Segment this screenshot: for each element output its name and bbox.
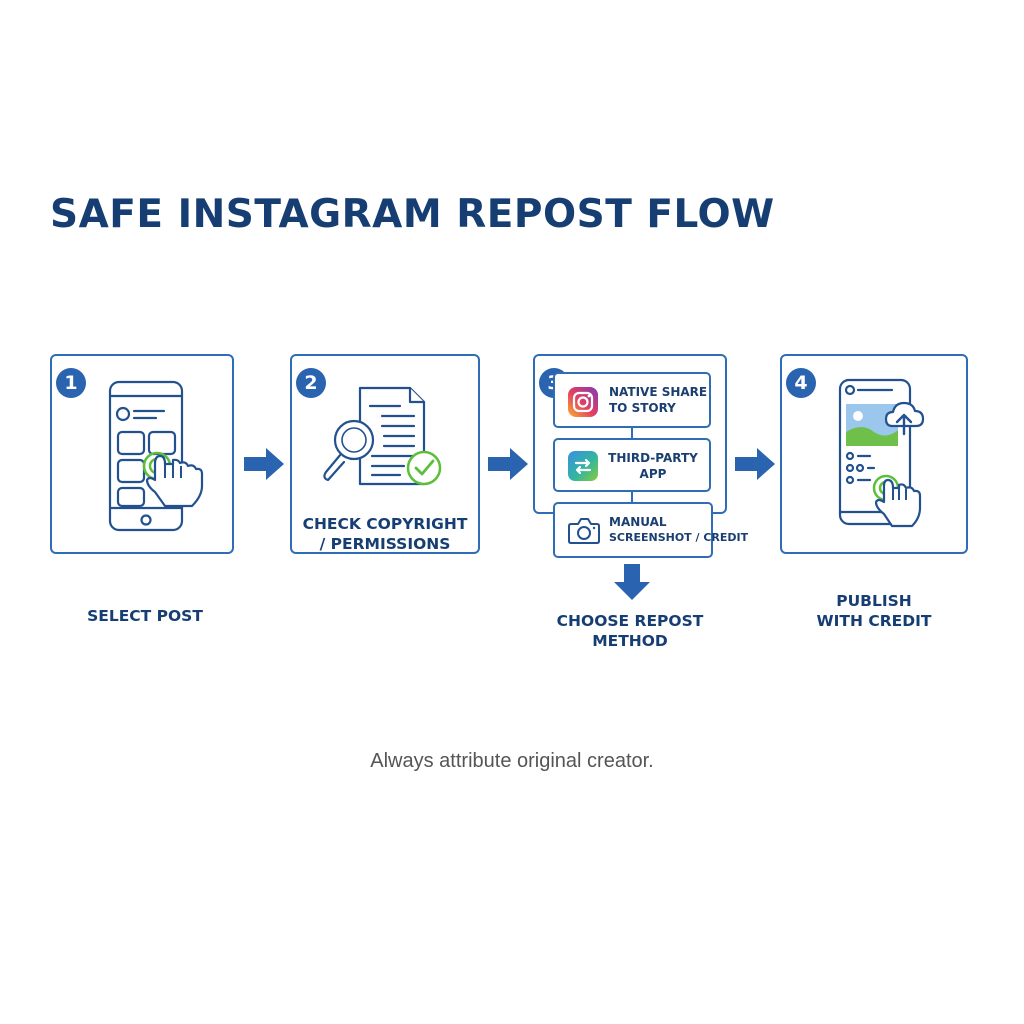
option-manual-screenshot[interactable]: MANUAL SCREENSHOT / CREDIT	[553, 502, 749, 558]
step-2-label-line2: / PERMISSIONS	[319, 535, 451, 553]
camera-icon	[568, 518, 600, 544]
option-connector	[631, 490, 633, 502]
option-native-share-text: NATIVE SHARE TO STORY	[609, 385, 708, 415]
option-third-party-text: THIRD-PARTY APP	[608, 451, 698, 481]
step-3-label-line2: METHOD	[592, 632, 668, 650]
document-search-check-icon	[323, 386, 442, 486]
arrow-right-icon	[735, 448, 775, 480]
arrow-down-icon	[614, 564, 650, 600]
step-4-card: 4	[780, 354, 968, 554]
repost-app-icon	[568, 451, 598, 481]
step-1-label: SELECT POST	[87, 607, 203, 625]
step-1-badge: 1	[56, 368, 86, 398]
step-2-badge: 2	[296, 368, 326, 398]
option-third-party-app[interactable]: THIRD-PARTY APP	[553, 438, 711, 492]
option-native-share[interactable]: NATIVE SHARE TO STORY	[553, 372, 711, 428]
arrow-right-icon	[488, 448, 528, 480]
smartphone-tap-icon	[108, 380, 204, 532]
step-4-label-line2: WITH CREDIT	[816, 612, 932, 630]
step-2-card: 2 CHECK COPYRIGHT / PERMISSIONS	[290, 354, 480, 554]
step-3-label-line1: CHOOSE REPOST	[556, 612, 704, 630]
step-4-label-line1: PUBLISH	[836, 592, 912, 610]
footnote: Always attribute original creator.	[370, 750, 654, 772]
step-3-card: 3 NATIVE SHARE TO STORY	[533, 354, 748, 558]
step-2-label-line1: CHECK COPYRIGHT	[302, 515, 468, 533]
phone-upload-tap-icon	[838, 378, 925, 528]
step-1-card: 1	[50, 354, 234, 554]
instagram-icon	[568, 387, 598, 417]
option-manual-text: MANUAL SCREENSHOT / CREDIT	[609, 515, 749, 544]
diagram-title: SAFE INSTAGRAM REPOST FLOW	[50, 192, 775, 237]
arrow-right-icon	[244, 448, 284, 480]
step-4-badge: 4	[786, 368, 816, 398]
option-connector	[631, 426, 633, 438]
